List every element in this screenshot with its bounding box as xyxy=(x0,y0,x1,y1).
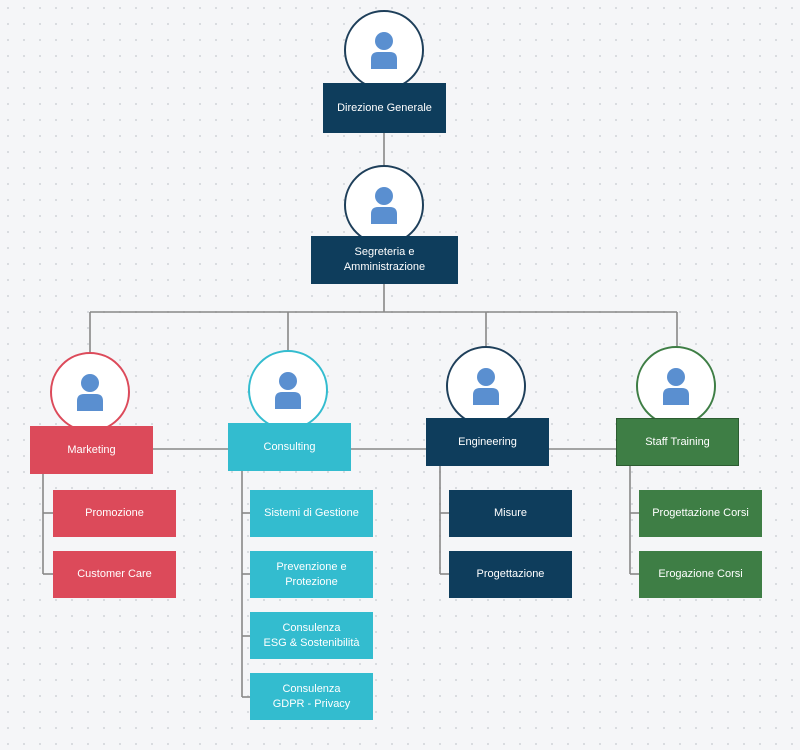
consulting-avatar xyxy=(248,350,328,430)
engineering-child-misure[interactable]: Misure xyxy=(449,490,572,537)
director-box[interactable]: Direzione Generale xyxy=(323,83,446,133)
staff-training-child-erogazione-corsi[interactable]: Erogazione Corsi xyxy=(639,551,762,598)
marketing-child-customer-care[interactable]: Customer Care xyxy=(53,551,176,598)
engineering-child-progettazione[interactable]: Progettazione xyxy=(449,551,572,598)
dept-consulting-box[interactable]: Consulting xyxy=(228,423,351,471)
consulting-child-prevenzione[interactable]: Prevenzione e Protezione xyxy=(250,551,373,598)
consulting-child-sistemi-gestione[interactable]: Sistemi di Gestione xyxy=(250,490,373,537)
staff-training-child-progettazione-corsi[interactable]: Progettazione Corsi xyxy=(639,490,762,537)
person-icon xyxy=(371,32,397,69)
dept-engineering-box[interactable]: Engineering xyxy=(426,418,549,466)
admin-box[interactable]: Segreteria e Amministrazione xyxy=(311,236,458,284)
admin-avatar xyxy=(344,165,424,245)
person-icon xyxy=(473,368,499,405)
consulting-child-gdpr[interactable]: Consulenza GDPR - Privacy xyxy=(250,673,373,720)
person-icon xyxy=(275,372,301,409)
person-icon xyxy=(77,374,103,411)
dept-staff-training-box[interactable]: Staff Training xyxy=(616,418,739,466)
consulting-child-esg[interactable]: Consulenza ESG & Sostenibilità xyxy=(250,612,373,659)
director-avatar xyxy=(344,10,424,90)
person-icon xyxy=(371,187,397,224)
staff-training-avatar xyxy=(636,346,716,426)
dept-marketing-box[interactable]: Marketing xyxy=(30,426,153,474)
person-icon xyxy=(663,368,689,405)
marketing-avatar xyxy=(50,352,130,432)
marketing-child-promozione[interactable]: Promozione xyxy=(53,490,176,537)
engineering-avatar xyxy=(446,346,526,426)
